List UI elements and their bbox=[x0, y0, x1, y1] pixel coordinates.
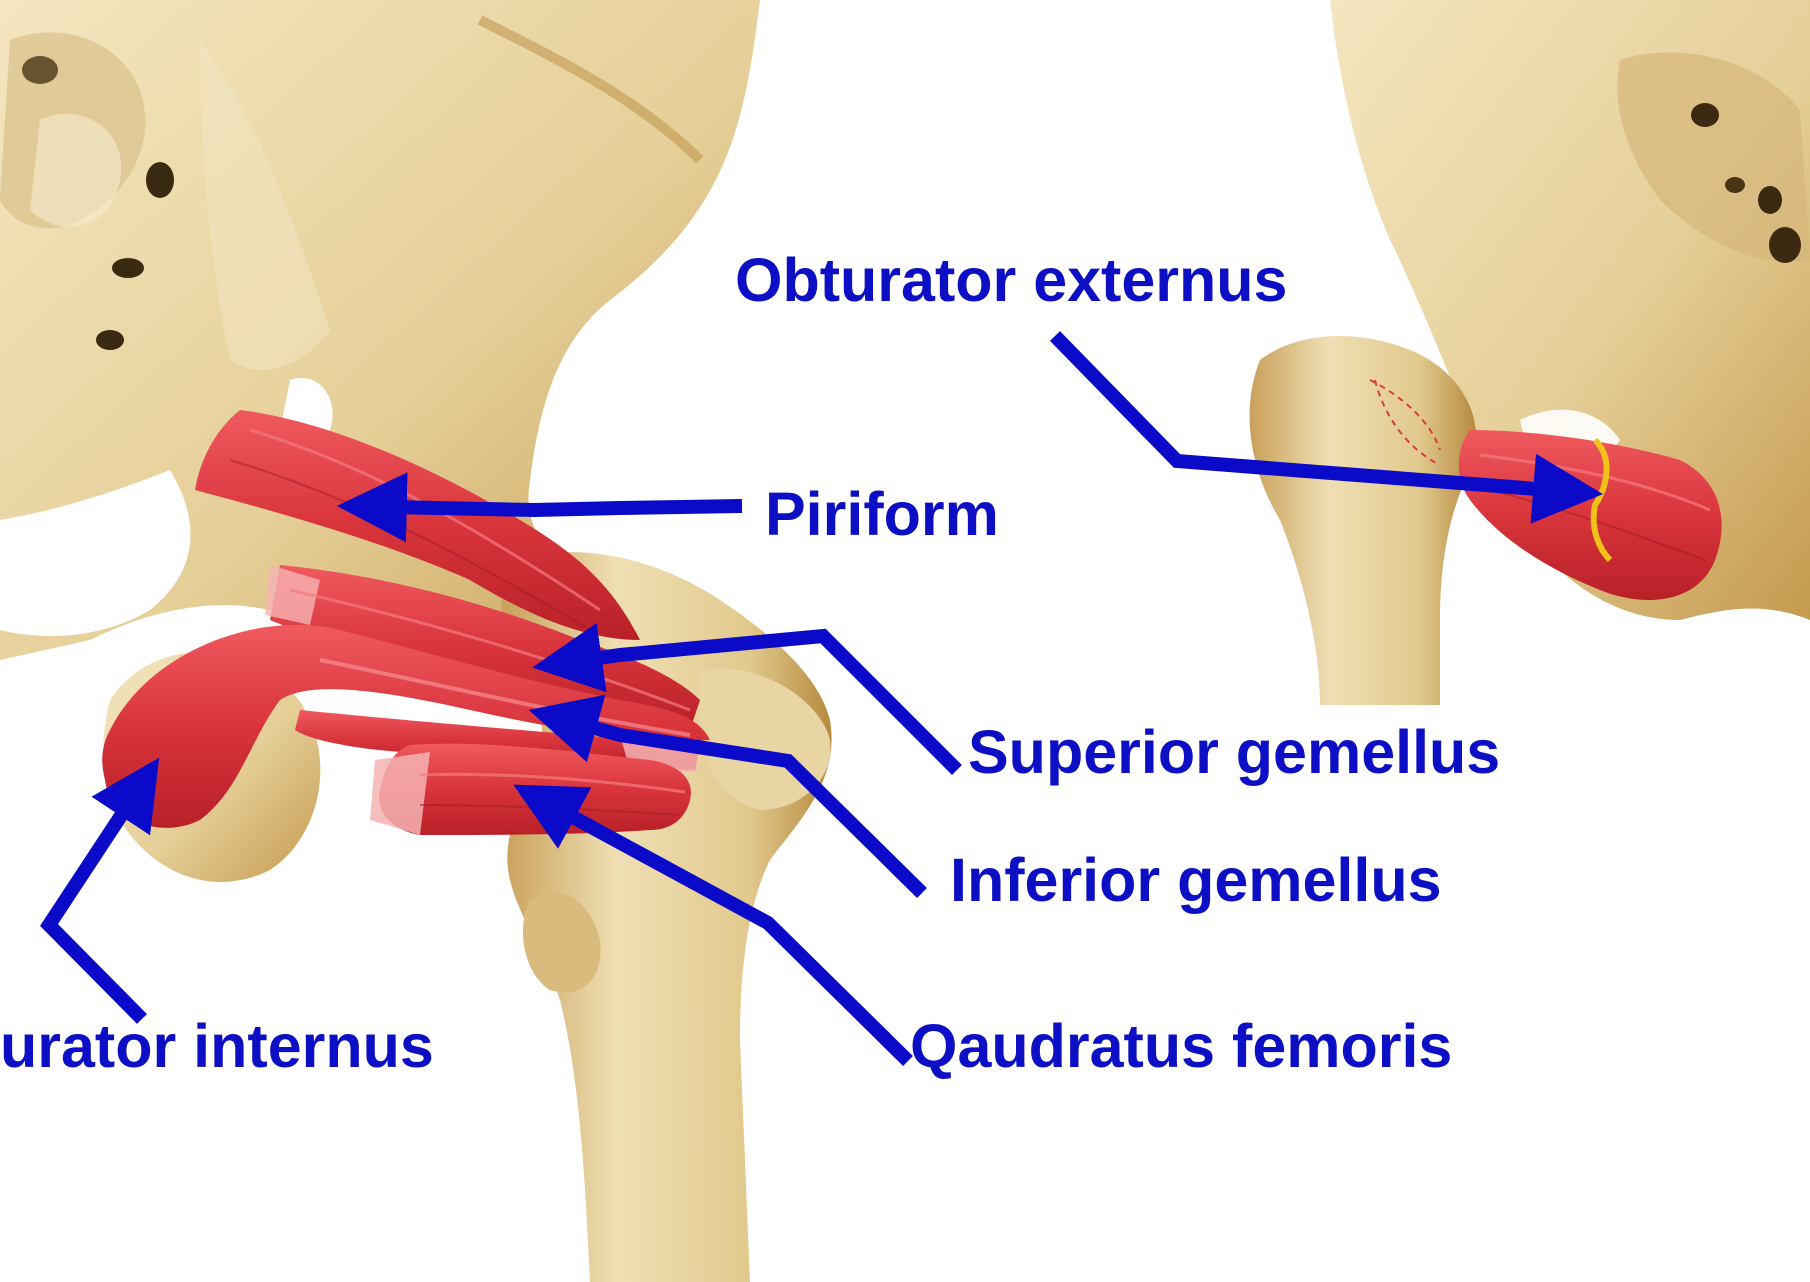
anterior-femur-bone bbox=[1250, 336, 1477, 705]
label-piriform: Piriform bbox=[765, 484, 999, 545]
label-superior-gemellus: Superior gemellus bbox=[968, 722, 1500, 783]
piriform-pointer bbox=[390, 506, 742, 510]
obturator-internus-pointer bbox=[49, 802, 142, 1019]
label-obturator-externus: Obturator externus bbox=[735, 250, 1288, 311]
label-qaudratus-femoris: Qaudratus femoris bbox=[910, 1016, 1452, 1077]
label-inferior-gemellus: Inferior gemellus bbox=[950, 850, 1442, 911]
label-obturator-internus: urator internus bbox=[0, 1016, 434, 1077]
